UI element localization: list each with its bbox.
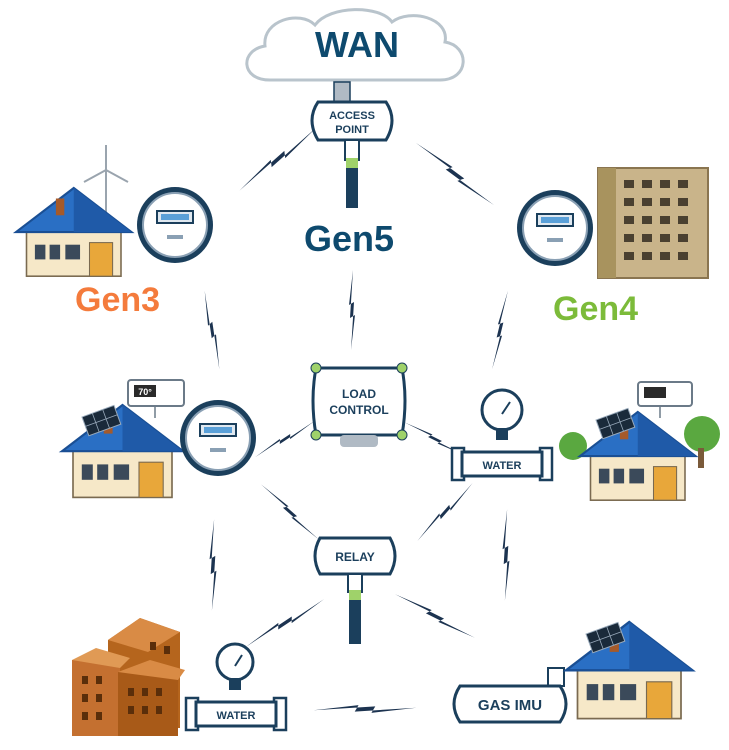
solar-house-right: [559, 381, 720, 502]
gen3-house: [14, 145, 133, 278]
solar-house-bottom-right: [564, 620, 694, 720]
link-water-relay: [414, 481, 476, 543]
load-control-line2: CONTROL: [329, 403, 388, 417]
link-load-left: [253, 419, 317, 459]
link-solar-relay: [259, 481, 321, 543]
link-gen3-solar: [200, 290, 224, 370]
access-point: ACCESS POINT: [310, 81, 394, 208]
gen3-label: Gen3: [75, 281, 161, 319]
relay-label: RELAY: [335, 550, 375, 564]
gas-imu-label: GAS IMU: [478, 697, 542, 714]
gen4-building: [597, 167, 709, 279]
gen4-meter: [516, 189, 594, 267]
relay: RELAY: [313, 536, 397, 644]
link-water-gas-bottom: [313, 705, 417, 713]
link-relay-water: [243, 597, 327, 649]
gen5-label: Gen5: [304, 218, 395, 259]
gas-imu: GAS IMU: [452, 667, 568, 724]
wan-label: WAN: [315, 24, 399, 65]
wan-cloud: [245, 8, 465, 82]
gen4-label: Gen4: [553, 290, 639, 328]
link-gen5-load: [349, 270, 355, 350]
load-control: LOAD CONTROL: [310, 362, 408, 447]
link-relay-gas: [393, 590, 477, 642]
water-meter-right: WATER: [450, 388, 554, 482]
water-right-label: WATER: [483, 460, 522, 472]
load-control-line1: LOAD: [342, 387, 376, 401]
water-meter-bottom: WATER: [184, 642, 288, 732]
link-gen4-water: [490, 290, 510, 370]
link-ap-gen4: [414, 138, 496, 210]
brick-buildings: [72, 618, 185, 736]
gen3-meter: [136, 186, 214, 264]
solar-house-left: 70°: [60, 379, 185, 499]
access-point-line2: POINT: [335, 124, 369, 136]
access-point-line1: ACCESS: [329, 110, 375, 122]
thermostat-left-reading: 70°: [138, 387, 152, 397]
link-solar-bldg: [209, 519, 217, 611]
link-water-gas: [502, 509, 510, 601]
link-ap-gen3: [236, 125, 320, 193]
water-bottom-label: WATER: [217, 710, 256, 722]
solar-house-meter: [179, 399, 257, 477]
